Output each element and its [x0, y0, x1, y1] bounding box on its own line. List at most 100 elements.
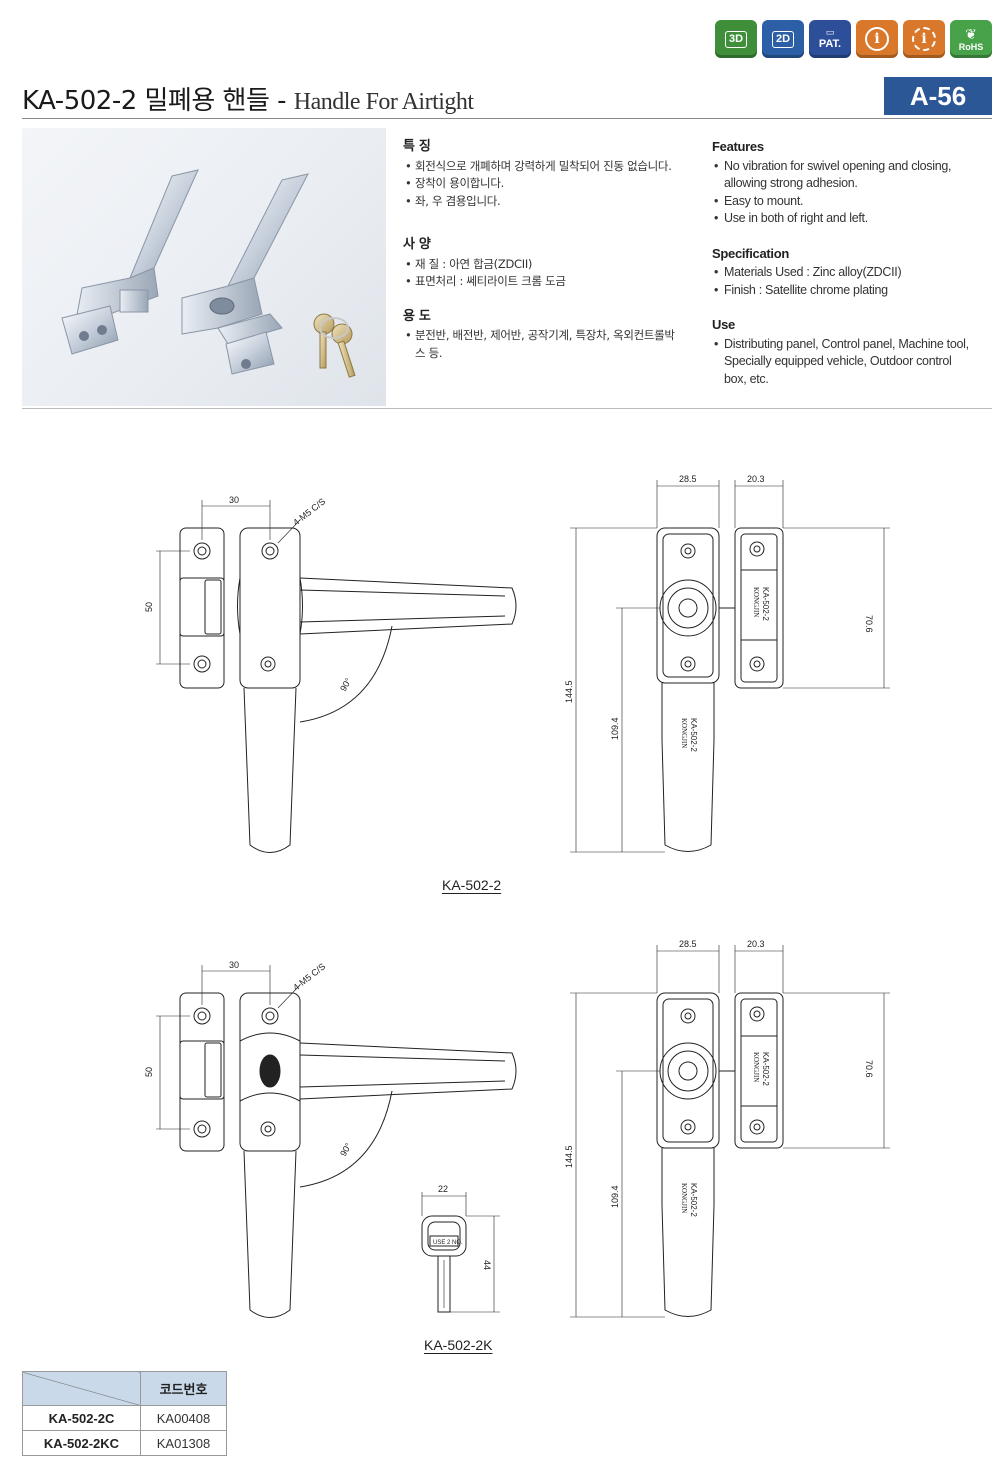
drawing1-back-view	[570, 480, 890, 853]
d1-plate-model: KA-502-2	[761, 587, 770, 621]
d2-dim-20-3: 20.3	[747, 939, 765, 949]
back-housing	[656, 527, 720, 684]
list-item: 좌, 우 겸용입니다.	[403, 193, 703, 211]
list-item: 회전식으로 개폐하며 강력하게 밀착되어 진동 없습니다.	[403, 158, 703, 176]
english-use: Use Distributing panel, Control panel, M…	[712, 316, 997, 388]
table-cell-model: KA-502-2KC	[22, 1430, 141, 1456]
list-item: Distributing panel, Control panel, Machi…	[712, 336, 977, 389]
mount-hole	[193, 542, 211, 560]
handle-photo-illustration	[61, 169, 356, 378]
code-table: 코드번호 KA-502-2C KA00408 KA-502-2KC KA0130…	[22, 1371, 227, 1456]
list-item: 장착이 용이합니다.	[403, 175, 703, 193]
pat-badge[interactable]: ▭PAT.	[809, 20, 851, 58]
list-item: 표면처리 : 쎄티라이트 크롬 도금	[403, 273, 703, 291]
d2-dim-28-5: 28.5	[679, 939, 697, 949]
key-dim-44: 44	[482, 1260, 492, 1270]
d2-plate-model: KA-502-2	[761, 1052, 770, 1086]
rohs-badge[interactable]: ❦RoHS	[950, 20, 992, 58]
drawing1-label: KA-502-2	[442, 877, 502, 893]
d2-dim-50: 50	[144, 1067, 154, 1077]
document-icon: ▭	[825, 27, 835, 37]
pat-badge-label: PAT.	[818, 38, 842, 50]
2d-badge-label: 2D	[771, 30, 795, 48]
page-title: KA-502-2 밀폐용 핸들 - Handle For Airtight	[22, 80, 474, 117]
korean-use-heading: 용 도	[403, 308, 431, 324]
table-row: KA-502-2KC KA01308	[22, 1430, 227, 1456]
d1-angle: 90°	[338, 676, 354, 693]
info-badge[interactable]: i	[856, 20, 898, 58]
title-english: Handle For Airtight	[293, 89, 474, 115]
2d-badge[interactable]: 2D	[762, 20, 804, 58]
drawing2-label: KA-502-2K	[424, 1337, 493, 1353]
list-item: Easy to mount.	[712, 193, 997, 211]
page-code-badge: A-56	[884, 77, 992, 115]
handle-body	[239, 527, 301, 689]
d2-plate-brand: KONGJIN	[752, 1052, 760, 1082]
mount-hole	[261, 542, 279, 560]
d1-dim-20-3: 20.3	[747, 474, 765, 484]
table-row: KA-502-2C KA00408	[22, 1405, 227, 1431]
handle-arm-rotated	[299, 577, 517, 635]
drawing2-back-view	[570, 945, 890, 1318]
table-header-row: 코드번호	[22, 1371, 227, 1406]
korean-use: 용 도 분전반, 배전반, 제어반, 공작기계, 특장차, 옥외컨트롤박스 등.	[403, 308, 703, 363]
d2-dim-144-5: 144.5	[564, 1145, 574, 1168]
d1-dim-28-5: 28.5	[679, 474, 697, 484]
key-drawing	[421, 1192, 500, 1313]
d1-dim-30: 30	[229, 495, 239, 505]
table-cell-model: KA-502-2C	[22, 1405, 141, 1431]
table-corner-cell	[22, 1371, 141, 1406]
d2-engrave-brand: KONGJIN	[680, 1183, 688, 1213]
leaf-icon: ❦	[965, 25, 977, 42]
list-item: 재 질 : 아연 합금(ZDCII)	[403, 256, 703, 274]
product-photo	[22, 128, 386, 406]
d1-dim-109-4: 109.4	[610, 717, 620, 740]
d2-hole-note: 4-M5 C/S	[291, 961, 327, 992]
mount-hole	[193, 655, 211, 673]
english-features-heading: Features	[712, 139, 764, 154]
rotation-arc	[299, 625, 393, 723]
korean-features: 특 징 회전식으로 개폐하며 강력하게 밀착되어 진동 없습니다. 장착이 용이…	[403, 138, 703, 210]
korean-spec: 사 양 재 질 : 아연 합금(ZDCII) 표면처리 : 쎄티라이트 크롬 도…	[403, 236, 703, 291]
drawing1-front-view	[156, 500, 517, 853]
english-description: Features No vibration for swivel opening…	[712, 138, 997, 405]
list-item: Use in both of right and left.	[712, 210, 997, 228]
english-spec: Specification Materials Used : Zinc allo…	[712, 245, 997, 300]
back-handle-arm	[661, 739, 715, 852]
badge-row: 3D 2D ▭PAT. i i ❦RoHS	[715, 20, 992, 58]
3d-badge[interactable]: 3D	[715, 20, 757, 58]
rohs-badge-label: RoHS	[958, 41, 984, 52]
list-item: Materials Used : Zinc alloy(ZDCII)	[712, 264, 997, 282]
section-divider	[22, 408, 992, 409]
d1-dim-50: 50	[144, 602, 154, 612]
d2-engrave-model: KA-502-2	[689, 1183, 698, 1217]
english-use-heading: Use	[712, 317, 735, 332]
table-cell-code: KA00408	[140, 1405, 227, 1431]
english-spec-heading: Specification	[712, 245, 790, 261]
key-dim-22: 22	[438, 1184, 448, 1194]
rotate-info-icon: i	[912, 27, 936, 51]
table-header-code: 코드번호	[140, 1371, 227, 1406]
info-rotate-badge[interactable]: i	[903, 20, 945, 58]
list-item: Finish : Satellite chrome plating	[712, 282, 997, 300]
english-features: Features No vibration for swivel opening…	[712, 138, 997, 228]
info-icon: i	[865, 27, 889, 51]
table-cell-code: KA01308	[140, 1430, 227, 1456]
d2-dim-109-4: 109.4	[610, 1185, 620, 1208]
d1-engrave-brand: KONGJIN	[680, 718, 688, 748]
d1-dim-70-6: 70.6	[864, 615, 874, 633]
d1-engrave-model: KA-502-2	[689, 718, 698, 752]
key-engraving: USE 2 NO.	[433, 1240, 463, 1246]
d2-angle: 90°	[338, 1141, 354, 1158]
handle-arm	[243, 687, 297, 853]
d1-hole-note: 4-M5 C/S	[291, 496, 327, 527]
korean-spec-heading: 사 양	[403, 237, 431, 252]
korean-features-heading: 특 징	[403, 139, 431, 154]
d2-dim-70-6: 70.6	[864, 1060, 874, 1078]
drawing2-front-view	[156, 965, 517, 1318]
back-base-plate	[734, 527, 784, 689]
d1-plate-brand: KONGJIN	[752, 587, 760, 617]
list-item: 분전반, 배전반, 제어반, 공작기계, 특장차, 옥외컨트롤박스 등.	[403, 327, 683, 362]
list-item: No vibration for swivel opening and clos…	[712, 158, 962, 193]
